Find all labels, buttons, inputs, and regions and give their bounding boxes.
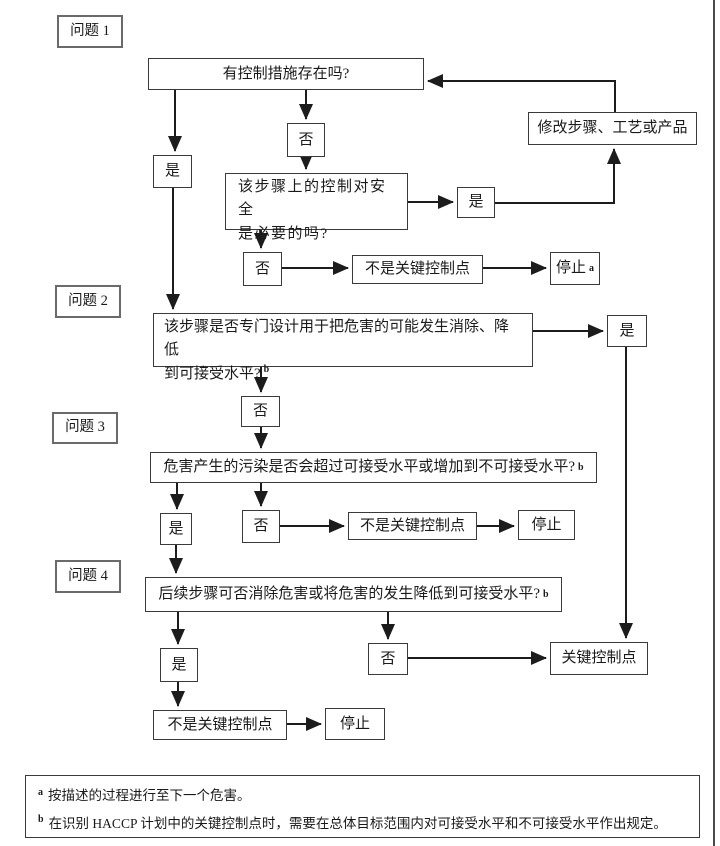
node-q4: 后续步骤可否消除危害或将危害的发生降低到可接受水平?b: [145, 577, 562, 612]
node-yes-3: 是: [160, 513, 192, 545]
footnote-a: a 按描述的过程进行至下一个危害。: [38, 782, 687, 810]
footnote-box: a 按描述的过程进行至下一个危害。 b 在识别 HACCP 计划中的关键控制点时，需…: [25, 775, 700, 838]
node-critical-control-point: 关键控制点: [550, 642, 648, 675]
node-q2-line1: 该步骤是否专门设计用于把危害的可能发生消除、降低: [164, 319, 510, 359]
node-q3-text: 危害产生的污染是否会超过可接受水平或增加到不可接受水平?: [163, 459, 576, 476]
question-3-label: 问题 3: [52, 412, 118, 444]
question-4-label: 问题 4: [55, 560, 121, 593]
node-modify-step-process-product: 修改步骤、工艺或产品: [528, 112, 697, 145]
footnote-b: b 在识别 HACCP 计划中的关键控制点时，需要在总体目标范围内对可接受水平和不…: [38, 810, 687, 838]
node-no-4: 否: [368, 643, 408, 675]
footnote-a-marker: a: [38, 786, 43, 798]
stop-a-text: 停止: [555, 260, 586, 277]
node-control-necessary-line2: 是必要的吗?: [238, 225, 329, 242]
node-no-2: 否: [241, 396, 280, 427]
footnote-b-text: 在识别 HACCP 计划中的关键控制点时，需要在总体目标范围内对可接受水平和不可…: [48, 815, 667, 831]
node-not-ccp-3: 不是关键控制点: [153, 710, 287, 740]
node-q2-line2: 到可接受水平?: [164, 365, 261, 382]
node-control-necessary-line1: 该步骤上的控制对安全: [238, 179, 387, 219]
node-stop-3: 停止: [325, 708, 385, 740]
footnote-a-text: 按描述的过程进行至下一个危害。: [48, 788, 251, 803]
node-control-measures-exist: 有控制措施存在吗?: [148, 58, 424, 90]
page-border-right: [713, 0, 715, 846]
node-not-ccp-2: 不是关键控制点: [348, 512, 477, 540]
question-1-label: 问题 1: [57, 15, 123, 48]
connector-yes1b-to-modify: [495, 148, 621, 204]
node-stop-2: 停止: [518, 510, 575, 540]
node-q4-text: 后续步骤可否消除危害或将危害的发生降低到可接受水平?: [158, 586, 541, 603]
connector-modify-to-main1: [427, 74, 616, 112]
node-q3: 危害产生的污染是否会超过可接受水平或增加到不可接受水平?b: [150, 452, 597, 483]
node-no-3: 否: [242, 510, 280, 543]
node-yes-1b: 是: [457, 187, 495, 218]
node-no-1: 否: [287, 123, 325, 157]
footnote-b-marker: b: [38, 814, 44, 826]
node-not-ccp-1: 不是关键控制点: [352, 255, 483, 284]
node-yes-4: 是: [160, 648, 198, 682]
q2-superscript: b: [263, 363, 270, 375]
node-yes-1: 是: [153, 155, 192, 188]
node-yes-2: 是: [607, 315, 647, 347]
question-2-label: 问题 2: [55, 285, 121, 318]
node-no-1b: 否: [243, 252, 282, 286]
